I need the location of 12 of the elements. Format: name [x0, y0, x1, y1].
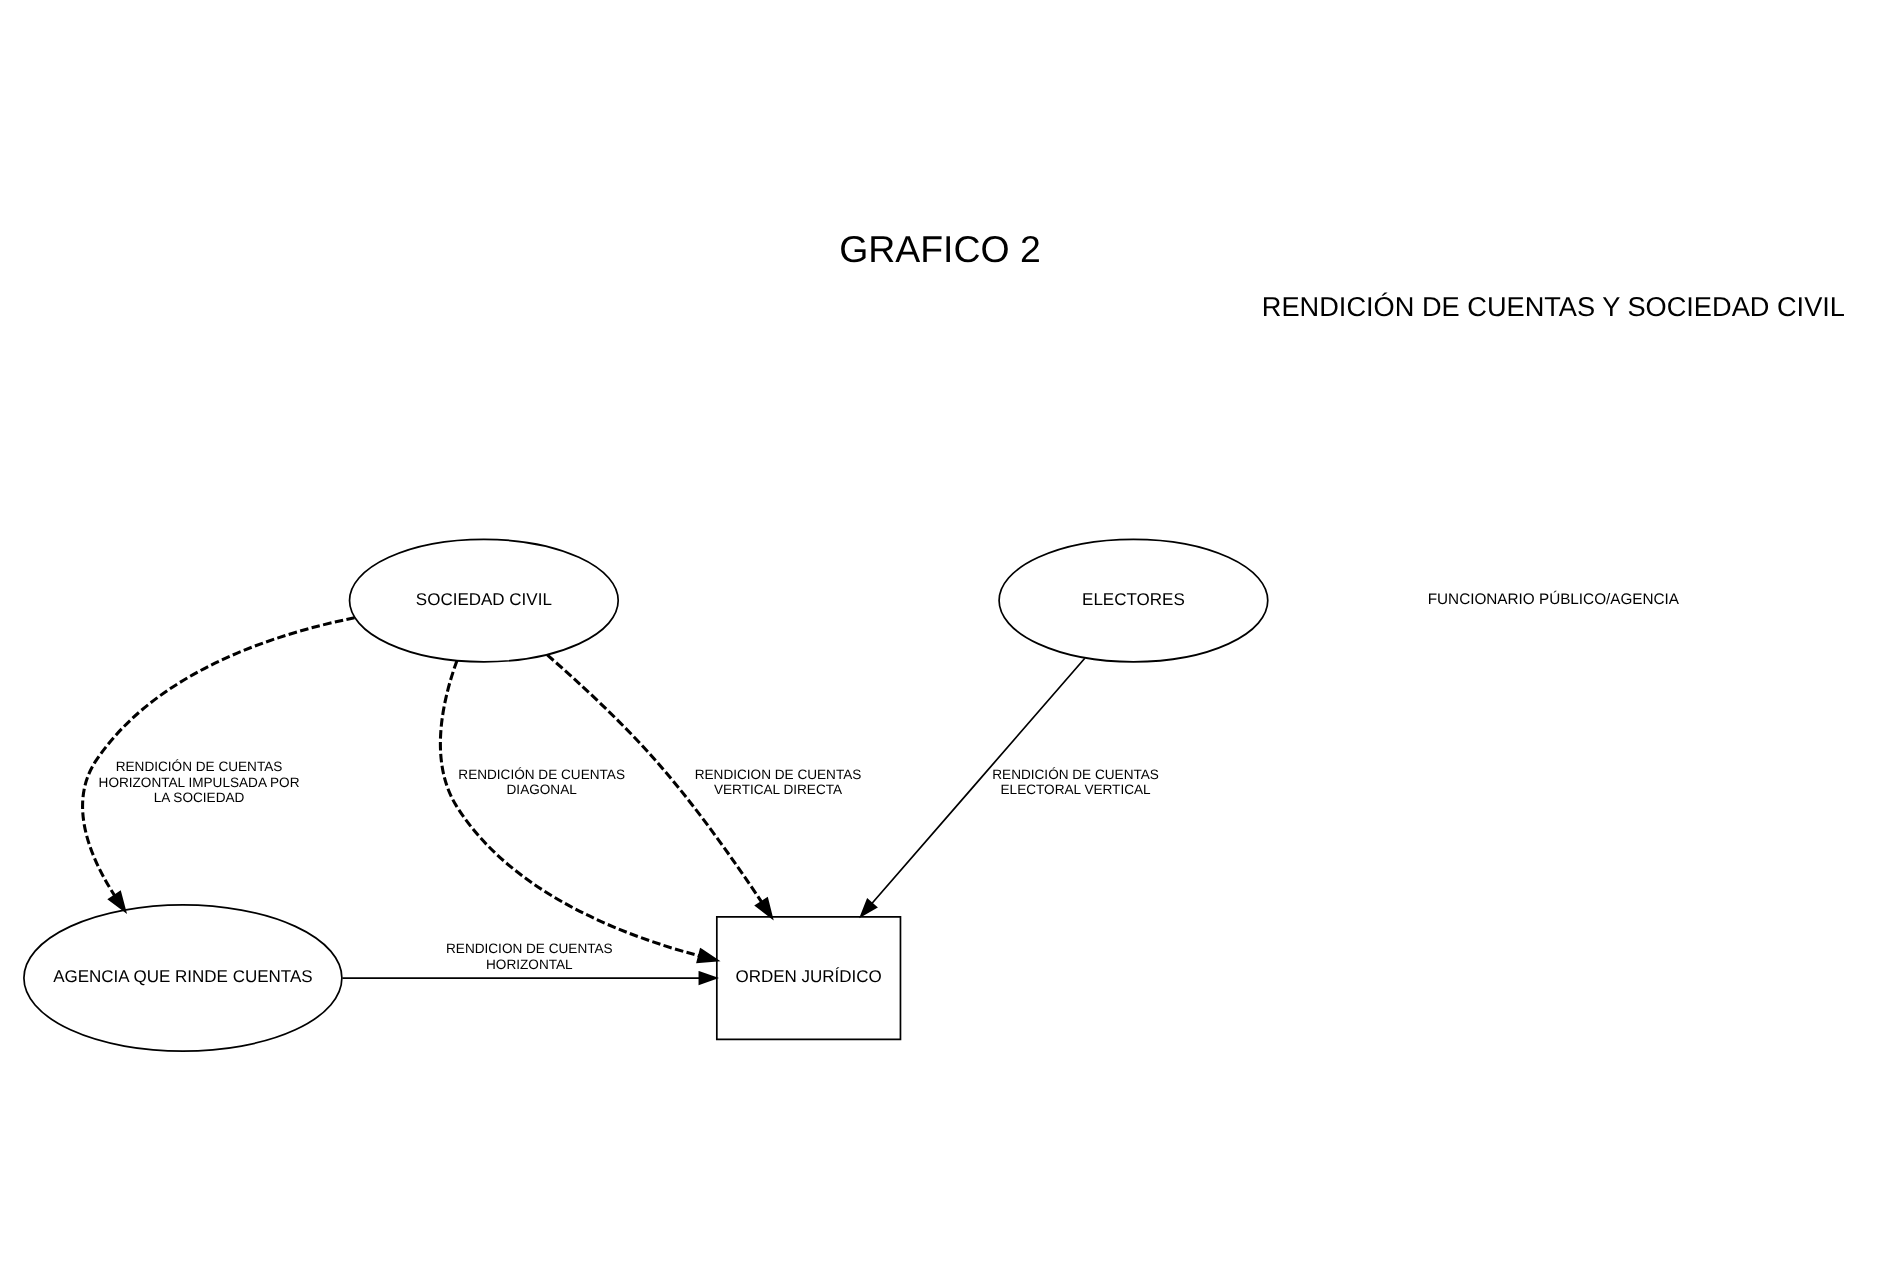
node-box: ORDEN JURÍDICO: [715, 915, 902, 1040]
node-ellipse: ELECTORES: [998, 537, 1269, 662]
arrow: [546, 652, 774, 920]
diagram-title: GRAFICO 2: [839, 226, 1041, 269]
node-ellipse: SOCIEDAD CIVIL: [348, 537, 620, 662]
node-ellipse: AGENCIA QUE RINDE CUENTAS: [23, 903, 343, 1052]
label: RENDICIÓN DE CUENTAS Y SOCIEDAD CIVIL: [1261, 291, 1845, 322]
label: FUNCIONARIO PÚBLICO/AGENCIA: [1427, 589, 1680, 608]
arrow: [859, 656, 1086, 918]
arrow: [438, 659, 721, 963]
arrow: [81, 615, 355, 913]
arrow: [341, 969, 719, 985]
